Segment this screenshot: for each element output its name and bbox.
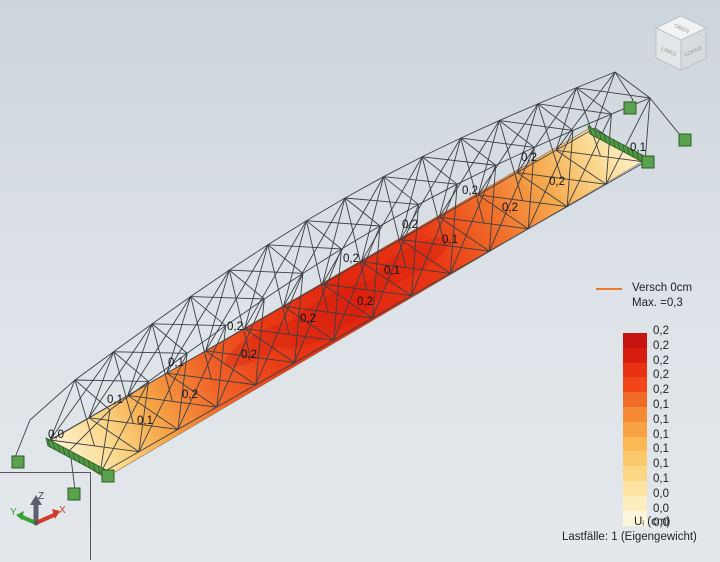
support-node[interactable] — [678, 133, 692, 147]
color-scale-row: 0,1 — [620, 413, 720, 437]
color-scale-row: 0,0 — [620, 517, 720, 532]
support-node[interactable] — [67, 487, 81, 501]
color-scale-row: 0,2 — [620, 325, 720, 348]
color-scale-row: 0,1 — [620, 428, 720, 452]
view-navigation-cube[interactable]: OBEN LINKS VORNE — [650, 12, 712, 74]
support-node[interactable] — [101, 469, 115, 483]
displacement-value-label: 0,2 — [462, 185, 478, 197]
z-axis-arrow — [30, 495, 42, 523]
displacement-value-label: 0,2 — [182, 389, 198, 401]
displacement-value-label: 0,1 — [137, 415, 153, 427]
displacement-value-label: 0,1 — [107, 394, 123, 406]
color-scale-label: 0,2 — [653, 384, 669, 397]
displacement-value-label: 0,1 — [442, 234, 458, 246]
support-nodes[interactable] — [11, 101, 692, 501]
color-scale-swatch — [623, 451, 647, 467]
color-scale-label: 0,0 — [653, 517, 669, 530]
displacement-value-label: 0,1 — [168, 357, 184, 369]
color-scale-row: 0,2 — [620, 339, 720, 363]
support-node[interactable] — [11, 455, 25, 469]
color-scale-swatch — [623, 466, 647, 482]
color-scale-label: 0,2 — [653, 325, 669, 337]
color-scale-row: 0,1 — [620, 443, 720, 467]
displacement-value-label: 0,2 — [241, 349, 257, 361]
color-scale-row: 0,0 — [620, 502, 720, 526]
color-scale-row: 0,2 — [620, 384, 720, 408]
color-scale-row: 0,1 — [620, 399, 720, 422]
color-scale-swatch — [623, 362, 647, 378]
color-scale-label: 0,0 — [653, 487, 669, 500]
color-scale-label: 0,2 — [653, 339, 669, 352]
displacement-value-label: 0,1 — [630, 142, 646, 154]
color-scale-swatch — [623, 495, 647, 511]
displacement-value-label: 0,2 — [343, 253, 359, 265]
displacement-value-label: 0,2 — [521, 152, 537, 164]
color-scale-label: 0,2 — [653, 369, 669, 382]
support-node[interactable] — [641, 155, 655, 169]
y-axis-label: Y — [10, 507, 17, 518]
color-scale-row: 0,2 — [620, 354, 720, 378]
legend-max-label: Max. =0,3 — [632, 297, 683, 309]
color-scale-label: 0,1 — [653, 428, 669, 441]
color-scale-label: 0,1 — [653, 473, 669, 485]
color-scale-swatch — [623, 510, 647, 526]
displacement-value-label: 0,2 — [502, 202, 518, 214]
color-scale: 0,2 0,2 0,2 0,2 0,2 0,1 0,1 0,1 0,1 0,1 0,1 0,0 0,0 0… — [620, 325, 720, 529]
color-scale-swatch — [623, 347, 647, 363]
displacement-value-label: 0,2 — [357, 296, 373, 308]
color-scale-swatch — [623, 407, 647, 422]
displacement-value-label: 0,2 — [300, 313, 316, 325]
legend-line-swatch — [596, 288, 622, 290]
color-scale-swatch — [623, 421, 647, 437]
color-scale-label: 0,1 — [653, 458, 669, 471]
displacement-value-label: 0,0 — [48, 429, 64, 441]
load-case-label: Lastfälle: 1 (Eigengewicht) — [562, 531, 697, 543]
displacement-value-label: 0,2 — [549, 176, 565, 188]
displacement-value-label: 0,2 — [402, 219, 418, 231]
support-node[interactable] — [623, 101, 637, 115]
color-scale-row: 0,2 — [620, 369, 720, 393]
color-scale-swatch — [623, 377, 647, 393]
x-axis-label: X — [59, 505, 66, 516]
displacement-value-labels: 0,0 0,1 0,1 0,1 0,2 0,2 0,2 0,2 0,2 0,2 0,1 0,2 0,1 0… — [48, 142, 646, 441]
displacement-value-label: 0,2 — [227, 321, 243, 333]
displacement-value-label: 0,1 — [384, 265, 400, 277]
color-scale-label: 0,2 — [653, 354, 669, 367]
color-scale-label: 0,1 — [653, 399, 669, 411]
y-axis-arrow — [16, 511, 37, 525]
color-scale-unit: Uᵢ (cm) — [634, 516, 671, 528]
color-scale-label: 0,0 — [653, 502, 669, 515]
color-scale-label: 0,1 — [653, 413, 669, 426]
z-axis-label: Z — [38, 491, 44, 502]
color-scale-label: 0,1 — [653, 443, 669, 456]
color-scale-swatch — [623, 436, 647, 452]
axis-triad-panel: Z X Y — [0, 472, 91, 560]
legend-line-label: Versch 0cm — [632, 282, 693, 294]
color-scale-swatch — [623, 333, 647, 348]
color-scale-swatch — [623, 392, 647, 408]
color-scale-row: 0,1 — [620, 473, 720, 496]
result-legend: Versch 0cm Max. =0,3 — [596, 282, 716, 312]
color-scale-row: 0,0 — [620, 487, 720, 511]
color-scale-row: 0,1 — [620, 458, 720, 482]
color-scale-swatch — [623, 481, 647, 496]
x-axis-arrow — [35, 509, 60, 525]
